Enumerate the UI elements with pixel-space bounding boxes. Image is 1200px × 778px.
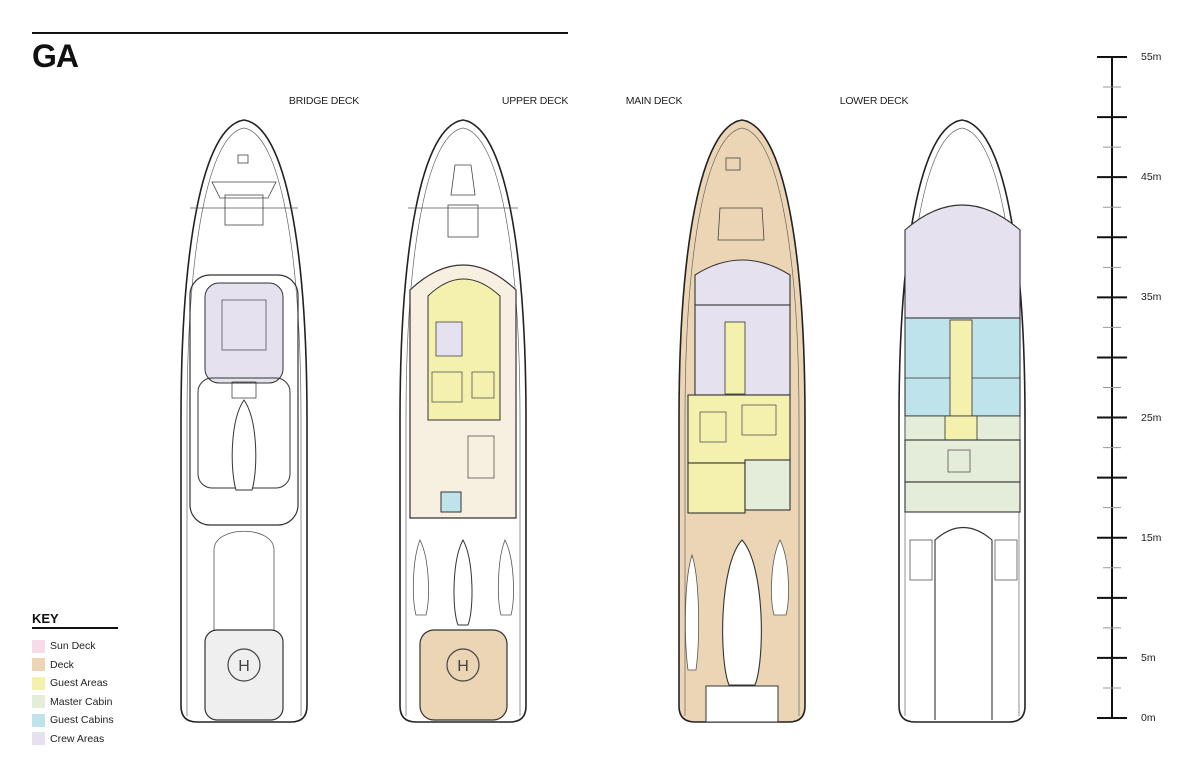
deck-label-bridge: BRIDGE DECK bbox=[288, 95, 360, 107]
bridge-superstructure bbox=[189, 274, 299, 526]
lower-stairs-stbd bbox=[994, 539, 1018, 581]
lower-tender-bay bbox=[934, 527, 993, 720]
upper-sofa bbox=[471, 371, 495, 399]
main-dining-table bbox=[699, 411, 727, 443]
bridge-windlass bbox=[211, 181, 277, 199]
key-item-sun-deck: Sun Deck bbox=[32, 637, 120, 656]
main-sofa bbox=[741, 404, 777, 436]
helipad-circle bbox=[227, 648, 261, 682]
bridge-console bbox=[224, 194, 264, 226]
upper-jetski-stbd bbox=[497, 539, 514, 616]
upper-deck-plan: H bbox=[399, 119, 527, 723]
lower-master-cabin bbox=[904, 439, 1021, 483]
upper-helipad-circle bbox=[446, 648, 480, 682]
master-bed bbox=[947, 449, 971, 473]
bridge-deck-plan: H bbox=[180, 119, 308, 723]
key-legend: KEY Sun Deck Deck Guest Areas Master Cab… bbox=[32, 611, 120, 748]
main-master-cabin bbox=[744, 459, 791, 511]
scale-label: 25m bbox=[1141, 411, 1162, 424]
main-deck-plan bbox=[678, 119, 806, 723]
bulwark-line bbox=[405, 127, 521, 716]
scale-label: 35m bbox=[1141, 291, 1162, 304]
upper-service-area bbox=[435, 321, 463, 357]
main-wheelhouse-crew bbox=[694, 259, 791, 306]
scale-label: 55m bbox=[1141, 51, 1162, 63]
scale-bar bbox=[1097, 56, 1127, 719]
upper-anchor-gear bbox=[450, 164, 476, 196]
deck-label-upper: UPPER DECK bbox=[501, 95, 569, 107]
key-label: Master Cabin bbox=[50, 695, 113, 708]
deck-label-main: MAIN DECK bbox=[625, 95, 683, 107]
scale-label: 0m bbox=[1141, 712, 1156, 724]
pool bbox=[440, 491, 462, 513]
upper-guest-area bbox=[427, 278, 501, 421]
main-guest-stair bbox=[724, 321, 746, 395]
bridge-hatch bbox=[237, 154, 249, 164]
main-stern-garage bbox=[705, 685, 779, 723]
key-label: Guest Areas bbox=[50, 677, 108, 690]
main-boat-stbd bbox=[771, 539, 789, 616]
swatch-guest-cabins bbox=[32, 713, 45, 727]
key-item-guest-areas: Guest Areas bbox=[32, 674, 120, 693]
key-item-deck: Deck bbox=[32, 656, 120, 675]
scale-label: 5m bbox=[1141, 651, 1156, 664]
swatch-crew-areas bbox=[32, 732, 45, 746]
key-item-guest-cabins: Guest Cabins bbox=[32, 711, 120, 730]
key-label: Deck bbox=[50, 658, 74, 671]
helipad-symbol: H bbox=[238, 658, 250, 675]
lower-deck-plan bbox=[898, 119, 1026, 723]
crane bbox=[231, 381, 257, 399]
scale-label: 45m bbox=[1141, 171, 1162, 184]
tender-boat bbox=[231, 399, 257, 491]
upper-dining-table bbox=[431, 371, 463, 403]
title-rule bbox=[32, 32, 568, 34]
upper-helipad-symbol: H bbox=[457, 658, 469, 675]
lower-stairs-port bbox=[909, 539, 933, 581]
key-item-crew-areas: Crew Areas bbox=[32, 730, 120, 749]
lower-master-dressing bbox=[904, 481, 1021, 513]
lower-guest-corridor bbox=[949, 319, 973, 417]
deck-label-lower: LOWER DECK bbox=[839, 95, 909, 107]
upper-aft-dining bbox=[467, 435, 495, 479]
main-tender bbox=[722, 539, 762, 686]
bridge-stairs bbox=[221, 299, 267, 351]
key-label: Sun Deck bbox=[50, 640, 96, 653]
bridge-crew-area bbox=[204, 282, 284, 384]
bridge-aft-outline bbox=[213, 531, 275, 631]
scale-label: 15m bbox=[1141, 531, 1162, 544]
lower-crew-area bbox=[904, 204, 1021, 319]
bulwark-line bbox=[684, 127, 800, 716]
key-label: Crew Areas bbox=[50, 732, 105, 745]
upper-hatch bbox=[447, 204, 479, 238]
key-item-master-cabin: Master Cabin bbox=[32, 693, 120, 712]
main-foredeck-hatch bbox=[717, 207, 765, 241]
upper-tender bbox=[453, 538, 473, 626]
key-title: KEY bbox=[32, 611, 118, 629]
key-label: Guest Cabins bbox=[50, 714, 114, 727]
upper-jetski-port bbox=[412, 539, 429, 616]
main-boat-port bbox=[685, 553, 699, 671]
lower-lobby bbox=[944, 415, 978, 441]
helipad bbox=[204, 629, 284, 721]
swatch-guest-areas bbox=[32, 676, 45, 690]
main-hatch bbox=[725, 157, 741, 171]
main-guest-lounge bbox=[687, 462, 746, 514]
page-title: GA bbox=[32, 38, 79, 74]
swatch-sun-deck bbox=[32, 639, 45, 653]
swatch-deck bbox=[32, 658, 45, 672]
upper-helipad bbox=[419, 629, 508, 721]
swatch-master-cabin bbox=[32, 695, 45, 709]
bulwark-line bbox=[186, 127, 302, 716]
